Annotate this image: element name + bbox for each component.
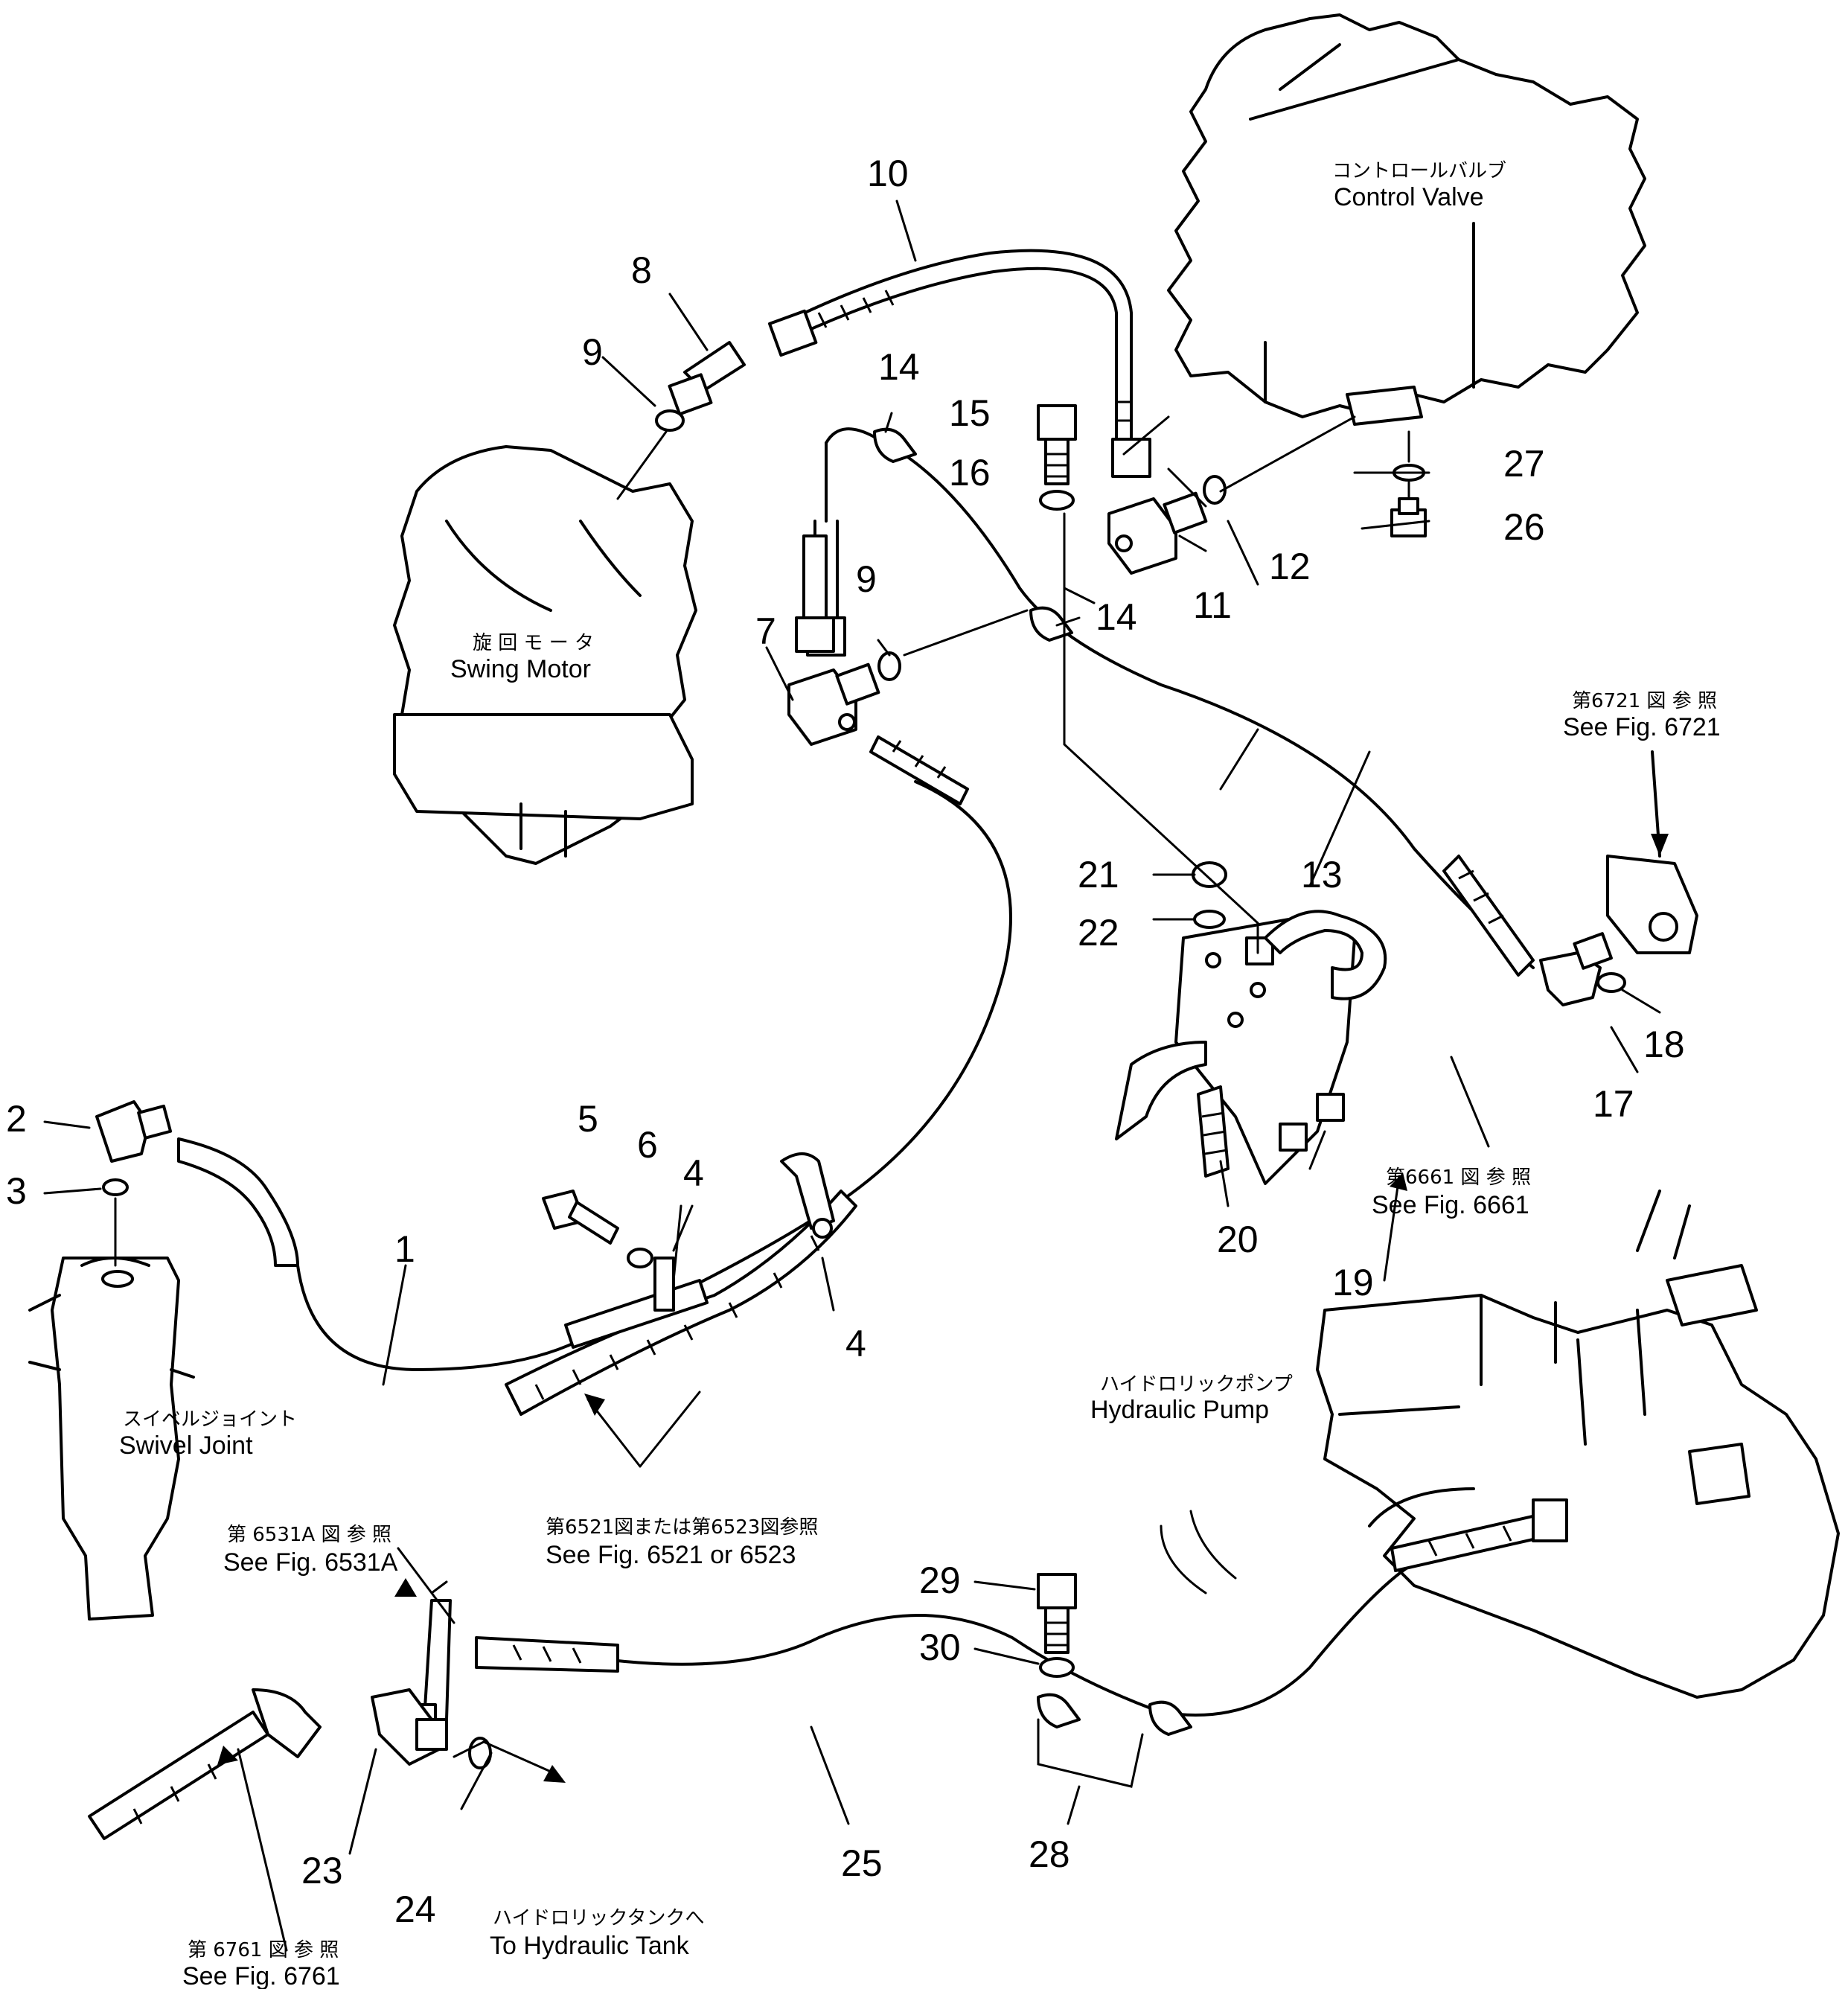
reference-notes: 第6721 図 参 照 See Fig. 6721 第6661 図 参 照 Se… (182, 690, 1721, 1989)
tank-jp: ハイドロリックタンクへ (493, 1907, 704, 1929)
callout-29: 29 (919, 1559, 961, 1601)
tee-7 (787, 663, 880, 746)
callout-17: 17 (1593, 1083, 1634, 1125)
control-valve-label-jp: コントロールバルブ (1332, 160, 1506, 182)
ref-6761-jp: 第 6761 図 参 照 (188, 1939, 339, 1961)
washer-16 (1039, 490, 1075, 511)
oring-9a (655, 409, 685, 432)
hydraulic-pump-label-jp: ハイドロリックポンプ (1100, 1373, 1293, 1396)
ref-6521-jp: 第6521図または第6523図参照 (546, 1516, 818, 1539)
hydraulic-pump: ハイドロリックポンプ Hydraulic Pump (1090, 1190, 1840, 1699)
callout-11: 11 (1193, 584, 1232, 626)
ref-6661-jp: 第6661 図 参 照 (1386, 1166, 1531, 1189)
elbow-2 (95, 1100, 173, 1163)
bolt-29 (1037, 1573, 1077, 1654)
hydraulic-pump-label-en: Hydraulic Pump (1090, 1396, 1269, 1424)
callout-15: 15 (949, 392, 991, 434)
washer-6 (627, 1248, 653, 1268)
callout-27: 27 (1503, 443, 1545, 485)
callout-9a: 9 (582, 331, 603, 373)
callout-24: 24 (394, 1889, 436, 1930)
callout-18: 18 (1643, 1024, 1685, 1065)
ref-6661-en: See Fig. 6661 (1372, 1191, 1529, 1219)
ref-6721-jp: 第6721 図 参 照 (1572, 690, 1717, 712)
clamp-28 (1037, 1693, 1192, 1788)
fitting-6721 (1606, 750, 1698, 954)
ref-6531a-jp: 第 6531A 図 参 照 (227, 1524, 391, 1546)
callout-19: 19 (1332, 1262, 1374, 1303)
callout-23: 23 (301, 1850, 343, 1891)
swing-motor: 旋 回 モ ー タ Swing Motor (393, 445, 697, 865)
elbow-17 (1539, 932, 1613, 1006)
hose-1 (177, 735, 1012, 1371)
callout-30: 30 (919, 1626, 961, 1668)
plug-26 (1390, 497, 1427, 537)
tee-23 (371, 1688, 448, 1766)
ref-6521-en: See Fig. 6521 or 6523 (546, 1541, 796, 1569)
callout-14b: 14 (1096, 596, 1137, 638)
callout-2: 2 (6, 1098, 27, 1140)
washer-22 (1193, 910, 1226, 929)
oring-18 (1596, 972, 1626, 993)
hose-6761 (88, 1688, 322, 1840)
control-valve-label-en: Control Valve (1334, 183, 1484, 211)
tee-11 (1107, 491, 1208, 575)
elbow-8 (668, 341, 746, 416)
oring-3 (102, 1178, 129, 1196)
clamp-14a (873, 427, 917, 463)
control-valve: コントロールバルブ Control Valve (1167, 13, 1646, 426)
bolt-5 (542, 1190, 619, 1245)
oring-9b (877, 651, 901, 681)
callout-3: 3 (6, 1170, 27, 1212)
adapter-20 (1197, 1085, 1230, 1178)
assembly-lines (114, 415, 1410, 1758)
hose-25 (475, 1498, 1568, 1717)
callout-13: 13 (1301, 854, 1343, 895)
swivel-joint-label-jp: スイベルジョイント (123, 1408, 297, 1431)
callout-5: 5 (578, 1098, 598, 1140)
swing-pipe-stub (795, 534, 835, 653)
swivel-joint: スイベルジョイント Swivel Joint (28, 1257, 297, 1621)
swing-motor-label-en: Swing Motor (450, 655, 591, 683)
callout-8: 8 (631, 249, 652, 291)
tank-en: To Hydraulic Tank (490, 1932, 690, 1960)
callout-6: 6 (637, 1124, 658, 1166)
callout-14a: 14 (878, 346, 920, 388)
leader-lines (43, 199, 1661, 1952)
clamp-14b (1029, 606, 1073, 642)
ref-6531a-en: See Fig. 6531A (223, 1548, 398, 1577)
callout-4b: 4 (845, 1323, 866, 1364)
callout-20: 20 (1217, 1219, 1259, 1260)
washer-30 (1039, 1657, 1075, 1678)
callout-25: 25 (841, 1842, 883, 1884)
callout-22: 22 (1078, 912, 1119, 954)
callout-10: 10 (867, 153, 909, 194)
callout-26: 26 (1503, 506, 1545, 548)
callout-4a: 4 (683, 1152, 704, 1194)
bracket-19 (1115, 910, 1387, 1185)
bolt-15 (1037, 404, 1077, 485)
callout-numbers: 1 2 3 4 4 5 6 7 8 9 9 10 11 12 13 14 14 … (6, 153, 1685, 1930)
hose-bundle-6521 (505, 1152, 857, 1416)
hose-10 (767, 249, 1151, 478)
swivel-joint-label-en: Swivel Joint (119, 1431, 253, 1460)
callout-1: 1 (394, 1228, 415, 1270)
ref-6721-en: See Fig. 6721 (1563, 713, 1721, 741)
swing-motor-label-jp: 旋 回 モ ー タ (473, 632, 594, 654)
callout-7: 7 (755, 610, 776, 652)
ref-6761-en: See Fig. 6761 (182, 1962, 340, 1989)
callout-12: 12 (1269, 546, 1311, 587)
callout-21: 21 (1078, 854, 1119, 895)
callout-16: 16 (949, 452, 991, 494)
callout-28: 28 (1029, 1833, 1070, 1875)
callout-9b: 9 (856, 558, 877, 600)
